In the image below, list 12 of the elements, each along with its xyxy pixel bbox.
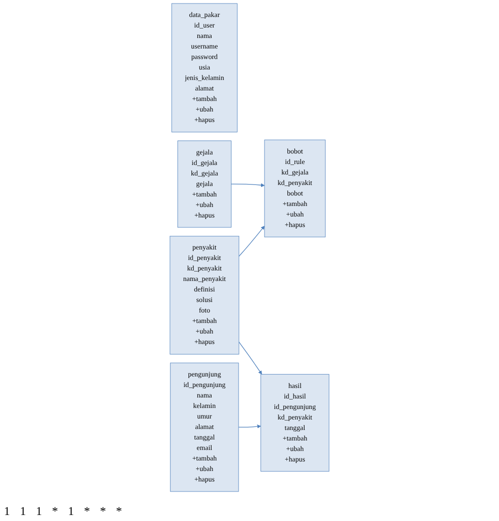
arrow — [238, 226, 265, 257]
multiplicity-label: * — [52, 504, 58, 519]
arrow — [230, 183, 265, 188]
arrow — [238, 424, 261, 428]
multiplicity-label: * — [100, 504, 106, 519]
arrow — [238, 342, 262, 374]
multiplicity-label: * — [84, 504, 90, 519]
multiplicity-label: 1 — [36, 504, 42, 519]
multiplicity-label: 1 — [4, 504, 10, 519]
multiplicity-label: * — [116, 504, 122, 519]
multiplicity-label: 1 — [68, 504, 74, 519]
multiplicity-label: 1 — [20, 504, 26, 519]
